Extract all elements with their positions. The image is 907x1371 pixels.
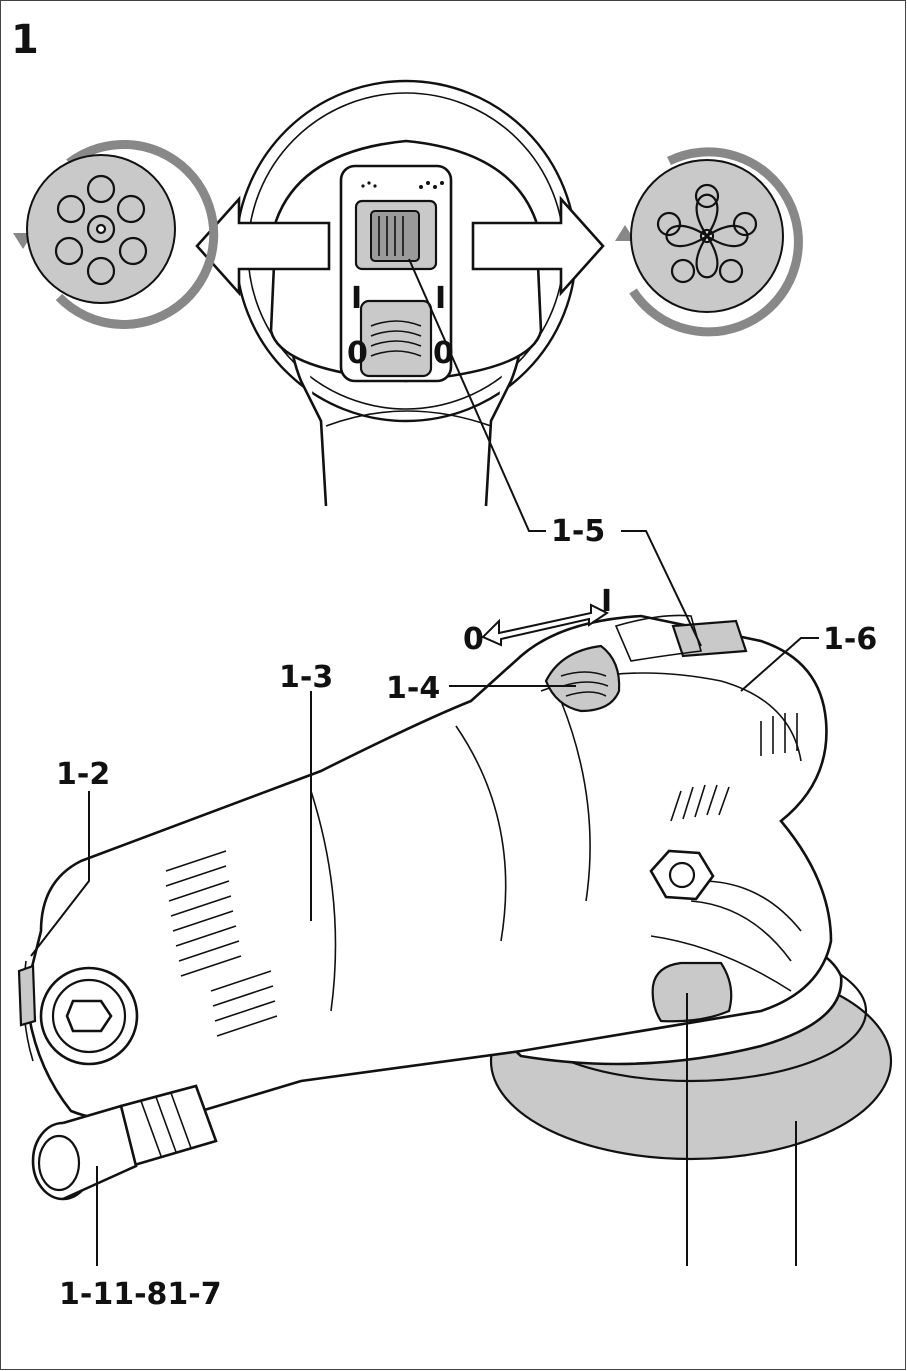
detail-on-mark-right: I bbox=[435, 281, 446, 316]
detail-off-mark-left: 0 bbox=[347, 336, 368, 371]
detail-on-mark-left: I bbox=[351, 281, 362, 316]
callout-1-3: 1-3 bbox=[279, 660, 333, 695]
arrow-right-icon bbox=[471, 195, 605, 297]
callout-1-5: 1-5 bbox=[551, 514, 605, 549]
figure-number: 1 bbox=[11, 17, 39, 63]
switch-on-mark: I bbox=[601, 584, 612, 619]
callout-1-2: 1-2 bbox=[56, 757, 110, 792]
switch-off-mark: 0 bbox=[463, 622, 484, 657]
arrow-left-icon bbox=[195, 195, 331, 297]
callout-1-6: 1-6 bbox=[823, 622, 877, 657]
switch-direction-arrow: I 0 bbox=[463, 584, 612, 657]
rotation-mode-icon bbox=[13, 140, 219, 329]
callout-1-11-81-7: 1-11-81-7 bbox=[59, 1277, 222, 1312]
detail-off-mark-right: 0 bbox=[433, 336, 454, 371]
callout-1-4: 1-4 bbox=[386, 671, 440, 706]
eccentric-mode-icon bbox=[615, 147, 803, 337]
callout-lines bbox=[30, 258, 819, 1266]
sander-body bbox=[17, 614, 893, 1201]
top-detail-view: I I 0 0 bbox=[13, 79, 803, 507]
